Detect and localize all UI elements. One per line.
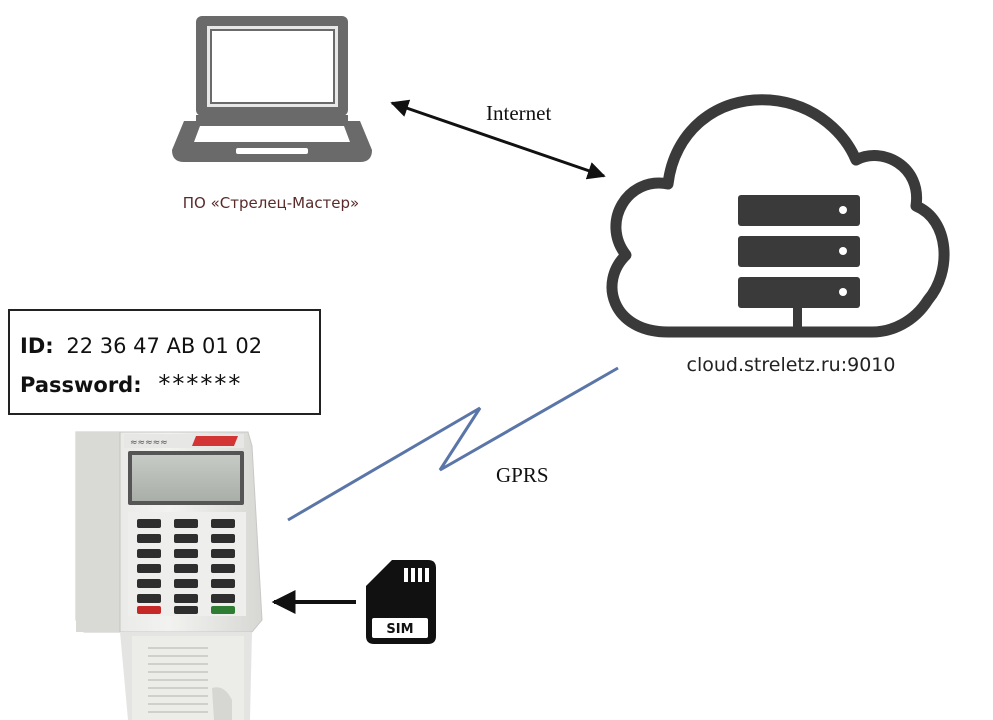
credentials-box: ID: 22 36 47 AB 01 02 Password: ******	[8, 309, 321, 415]
internet-arrow	[390, 99, 606, 180]
gprs-label: GPRS	[496, 463, 549, 487]
cloud-address: cloud.streletz.ru:9010	[687, 354, 896, 376]
security-keypad-device-icon: ≈≈≈≈≈	[75, 431, 263, 720]
password-value: ******	[158, 370, 242, 398]
id-line: ID: 22 36 47 AB 01 02	[20, 334, 262, 358]
sim-card-icon: SIM	[366, 560, 436, 644]
laptop-caption: ПО «Стрелец-Мастер»	[183, 194, 359, 212]
id-value: 22 36 47 AB 01 02	[66, 334, 262, 358]
svg-text:≈≈≈≈≈: ≈≈≈≈≈	[130, 438, 168, 448]
internet-label: Internet	[486, 101, 551, 125]
id-label: ID:	[20, 334, 54, 358]
password-label: Password:	[20, 373, 142, 397]
password-line: Password: ******	[20, 370, 242, 398]
laptop-icon	[172, 16, 372, 162]
server-icon	[738, 195, 860, 330]
sim-label: SIM	[386, 622, 413, 637]
gprs-lightning-link	[287, 366, 619, 522]
